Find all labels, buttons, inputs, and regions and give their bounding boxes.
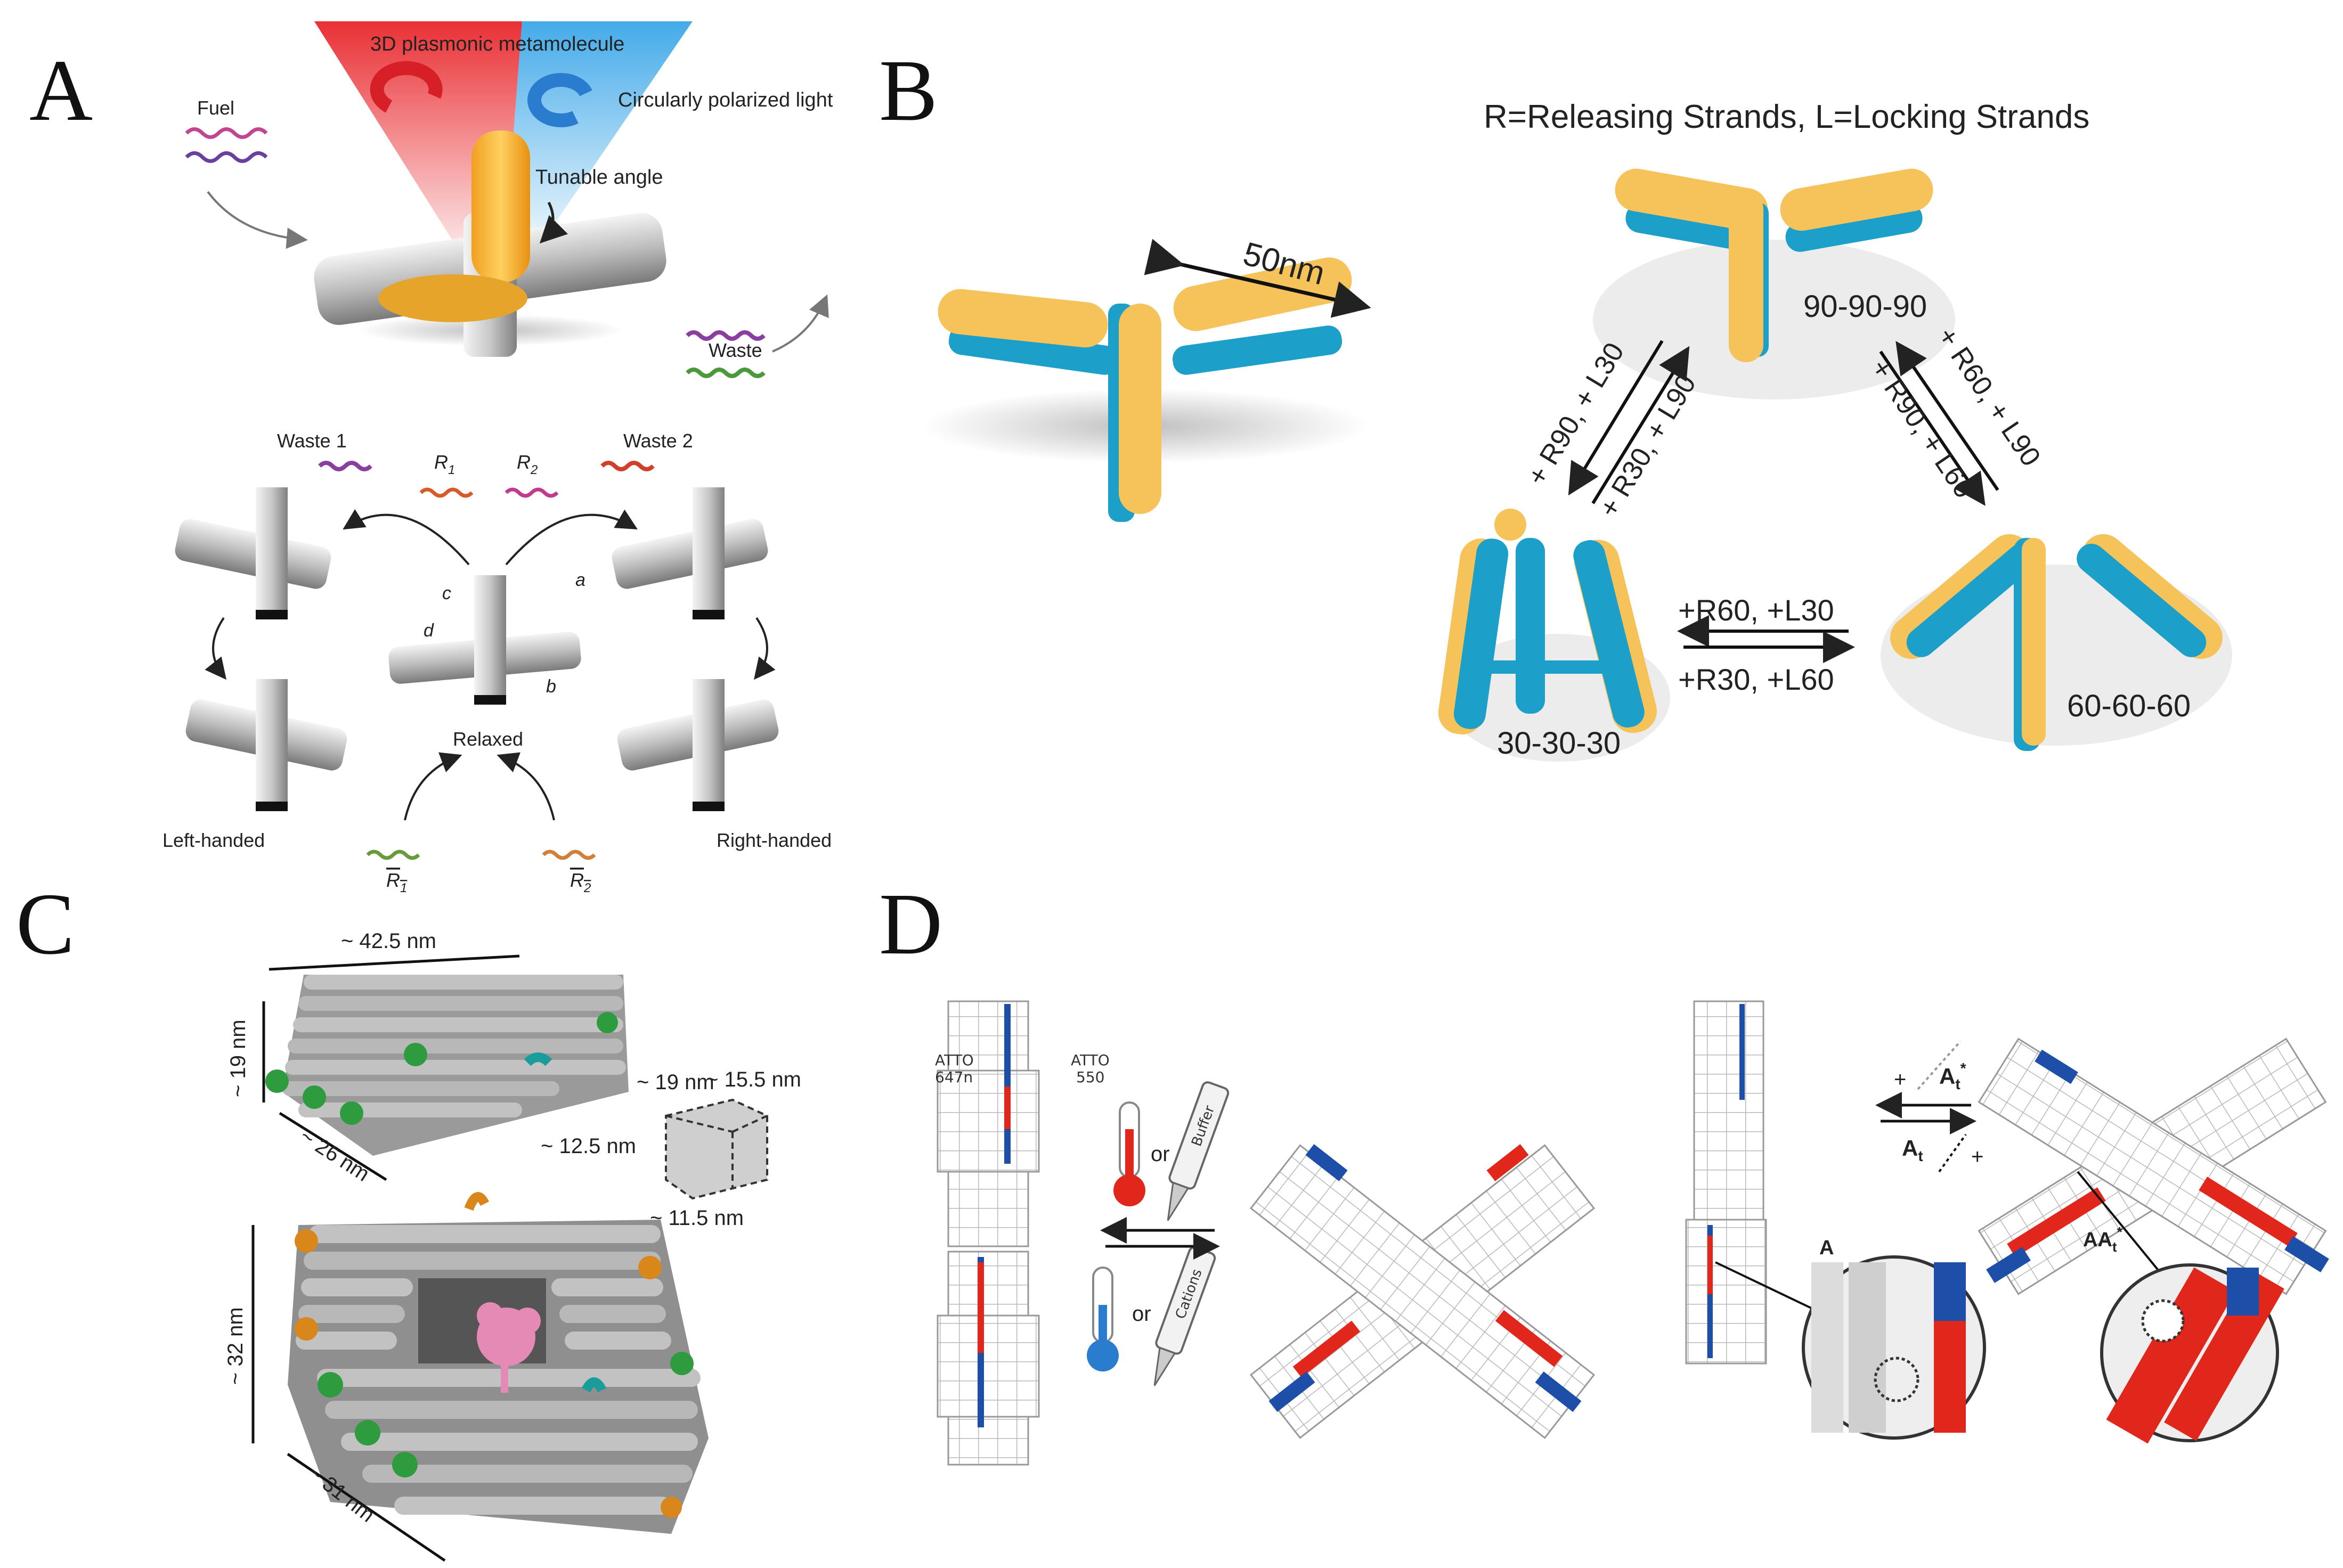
linear-dimer — [937, 1000, 1040, 1466]
waste-strand-2 — [686, 368, 766, 378]
state-top-right — [612, 487, 768, 619]
or-top: or — [1151, 1142, 1170, 1166]
arrow-right-relax — [497, 752, 555, 821]
closed-box-bundle — [265, 975, 629, 1156]
panel-c: C ~ 42.5 nm ~ 19 nm ~ 26 nm — [16, 875, 801, 1562]
x-dimer-2 — [1978, 1038, 2329, 1295]
box-top-15nm: ~ 15.5 nm — [706, 1068, 801, 1091]
open-box-bundle — [288, 1192, 709, 1534]
arrow-to-left-state — [343, 509, 470, 566]
blue-rotation-icon — [527, 73, 592, 127]
metamolecule-title: 3D plasmonic metamolecule — [370, 33, 624, 55]
r2bar-label: R2 — [570, 869, 591, 895]
at-bottom: At — [1902, 1136, 1923, 1164]
plus-bottom: + — [1971, 1145, 1983, 1169]
fuel-arrow — [207, 191, 308, 249]
inset-a-label: A — [1819, 1237, 1834, 1259]
r1-strand — [419, 487, 474, 498]
cold-thermometer-icon — [1087, 1267, 1119, 1371]
or-bottom: or — [1132, 1302, 1151, 1326]
waste-strand-1 — [686, 330, 766, 341]
red-rotation-icon — [370, 61, 443, 113]
x-dimer-1 — [1249, 1144, 1596, 1439]
arrow-right-down — [754, 617, 776, 680]
waste-arrow — [772, 294, 829, 353]
inset-aat: AAt* — [2077, 1171, 2284, 1444]
panel-d-letter: D — [879, 875, 942, 973]
state-top-left — [175, 487, 331, 619]
site-c: c — [442, 583, 451, 603]
box-schematic — [665, 1098, 768, 1200]
cations-pipette-icon: Cations — [1153, 1246, 1216, 1386]
site-d: d — [424, 620, 434, 641]
arrow-left-relax — [404, 752, 462, 821]
relaxed-label: Relaxed — [453, 728, 523, 750]
tripod-main: 50nm — [922, 235, 1371, 522]
r2-label: R2 — [517, 451, 538, 477]
site-a: a — [575, 570, 585, 590]
fuel-strand-2 — [185, 151, 268, 163]
panel-b: B R=Releasing Strands, L=Locking Strands… — [879, 42, 2232, 762]
r1bar-label: R1 — [386, 869, 407, 895]
state-30-label: 30-30-30 — [1497, 726, 1621, 761]
r2-strand — [505, 487, 559, 498]
panel-b-letter: B — [879, 42, 938, 139]
left-handed-label: Left-handed — [162, 829, 265, 851]
r2bar-strand — [542, 850, 596, 860]
inset-a: A — [1715, 1237, 1986, 1440]
arrow-to-right-state — [505, 509, 638, 566]
state-60 — [1881, 534, 2232, 751]
waste-label: Waste — [709, 339, 762, 361]
site-b: b — [546, 676, 556, 697]
state-30 — [1438, 509, 1670, 762]
box-side-12nm: ~ 12.5 nm — [541, 1134, 636, 1158]
panel-c-letter: C — [16, 875, 75, 973]
panel-a-letter: A — [29, 42, 93, 139]
r1-label: R1 — [434, 451, 455, 477]
angle-arrow — [539, 201, 568, 244]
gold-nanorod-bottom — [378, 274, 527, 322]
height-32nm: ~ 32 nm — [224, 1307, 247, 1385]
polarized-light-label: Circularly polarized light — [618, 89, 833, 111]
box-top-19nm: ~ 19 nm — [637, 1071, 714, 1094]
bottom-edge-bottom: +R30, +L60 — [1678, 663, 1834, 696]
waste1-strand — [318, 461, 372, 471]
left-edge-down: + R30, + L90 — [1593, 370, 1703, 523]
height-19nm: ~ 19 nm — [226, 1019, 250, 1097]
bottom-edge-top: +R60, +L30 — [1678, 593, 1834, 627]
fuel-label: Fuel — [197, 97, 234, 119]
strand-legend: R=Releasing Strands, L=Locking Strands — [1484, 99, 2089, 135]
inset-aat-label: AAt* — [2083, 1224, 2123, 1255]
waste2-label: Waste 2 — [623, 430, 693, 452]
hot-thermometer-icon — [1113, 1101, 1145, 1206]
plus-top: + — [1894, 1068, 1906, 1091]
waste1-label: Waste 1 — [277, 430, 347, 452]
state-bottom-right — [617, 679, 779, 811]
arrow-left-down — [205, 617, 226, 680]
linear-dimer-2 — [1685, 1000, 1767, 1365]
red-light-beam — [314, 21, 522, 266]
right-handed-label: Right-handed — [717, 829, 832, 851]
waste2-strand — [600, 461, 655, 471]
r1bar-strand — [366, 850, 420, 860]
state-center — [388, 575, 581, 705]
state-bottom-left — [185, 679, 347, 811]
tunable-angle-label: Tunable angle — [535, 166, 663, 189]
box-bottom-11nm: ~ 11.5 nm — [650, 1206, 744, 1230]
state-90-label: 90-90-90 — [1803, 289, 1927, 324]
length-42nm: ~ 42.5 nm — [341, 929, 436, 953]
fuel-strand-1 — [185, 127, 268, 139]
gold-nanorod-top — [471, 130, 530, 282]
state-60-label: 60-60-60 — [2067, 689, 2191, 723]
panel-a: A 3D plasmonic metamolecule Circularly p… — [29, 21, 833, 895]
at-star-top: At* — [1939, 1060, 1966, 1092]
